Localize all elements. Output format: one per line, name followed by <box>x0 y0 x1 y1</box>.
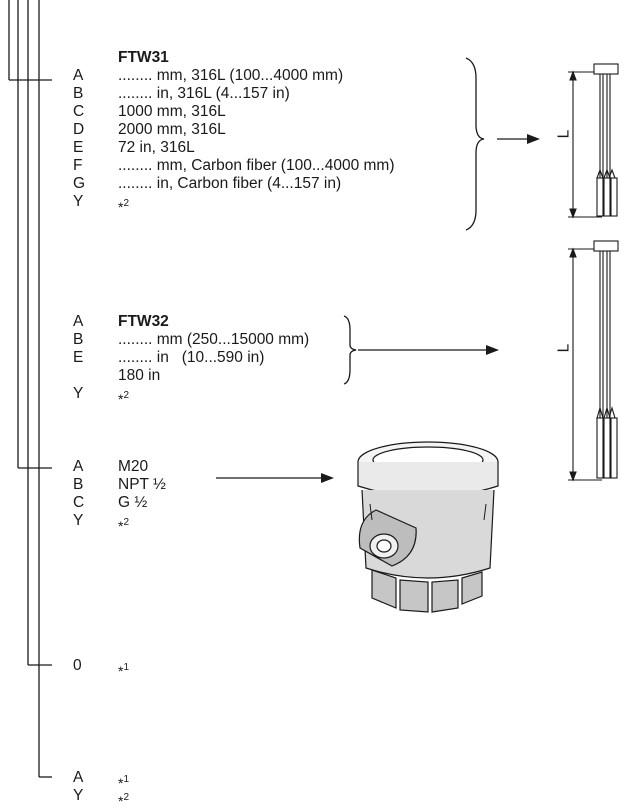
ftw32-code-e: E <box>73 349 84 366</box>
ftw32-footnote-y: *2 <box>118 388 129 408</box>
last-footnote-a: *1 <box>118 772 129 792</box>
footnote-star: * <box>118 518 124 535</box>
footnote-number: 2 <box>123 792 130 803</box>
thread-desc-a: M20 <box>118 458 149 475</box>
ftw31-code-c: C <box>73 103 85 120</box>
ftw31-probe-drawing <box>568 63 619 219</box>
ftw32-heading: FTW32 <box>118 313 169 330</box>
last-code-y: Y <box>73 787 84 804</box>
footnote-number: 1 <box>123 662 130 673</box>
footnote-number: 2 <box>123 517 130 528</box>
ftw31-desc-c: 1000 mm, 316L <box>118 103 226 120</box>
ftw31-heading: FTW31 <box>118 49 169 66</box>
ftw32-code-b: B <box>73 331 84 348</box>
ftw31-desc-a: ........ mm, 316L (100...4000 mm) <box>118 67 344 84</box>
ftw31-code-f: F <box>73 157 83 174</box>
brace-ftw31 <box>465 57 485 231</box>
last-footnote-y: *2 <box>118 790 129 810</box>
footnote-star: * <box>118 663 124 680</box>
ftw31-code-d: D <box>73 121 85 138</box>
ftw32-code-a: A <box>73 313 84 330</box>
ftw31-desc-e: 72 in, 316L <box>118 139 195 156</box>
thread-code-y: Y <box>73 512 84 529</box>
ftw31-code-y: Y <box>73 193 84 210</box>
zero-footnote: *1 <box>118 660 129 680</box>
ftw32-code-y: Y <box>73 385 84 402</box>
ftw31-footnote-y: *2 <box>118 196 129 216</box>
ftw31-desc-g: ........ in, Carbon fiber (4...157 in) <box>118 175 342 192</box>
ftw32-desc-e: ........ in (10...590 in) <box>118 349 265 366</box>
footnote-star: * <box>118 391 124 408</box>
ftw32-length-label: L <box>555 343 573 353</box>
ftw32-probe-drawing <box>568 240 619 482</box>
ftw31-code-b: B <box>73 85 84 102</box>
footnote-number: 1 <box>123 774 130 785</box>
housing-drawing <box>357 441 499 613</box>
thread-code-c: C <box>73 494 85 511</box>
footnote-star: * <box>118 775 124 792</box>
thread-code-a: A <box>73 458 84 475</box>
footnote-star: * <box>118 793 124 810</box>
ftw31-desc-b: ........ in, 316L (4...157 in) <box>118 85 290 102</box>
ftw32-desc-b: ........ mm (250...15000 mm) <box>118 331 310 348</box>
zero-code: 0 <box>73 657 82 674</box>
ftw31-length-label: L <box>555 129 573 139</box>
thread-code-b: B <box>73 476 84 493</box>
ftw31-desc-f: ........ mm, Carbon fiber (100...4000 mm… <box>118 157 395 174</box>
last-code-a: A <box>73 769 84 786</box>
footnote-number: 2 <box>123 390 130 401</box>
thread-footnote-y: *2 <box>118 515 129 535</box>
ftw31-code-e: E <box>73 139 84 156</box>
brace-ftw32 <box>343 315 357 385</box>
ftw31-desc-d: 2000 mm, 316L <box>118 121 226 138</box>
footnote-number: 2 <box>123 198 130 209</box>
ftw31-code-g: G <box>73 175 86 192</box>
footnote-star: * <box>118 199 124 216</box>
thread-desc-b: NPT ½ <box>118 476 166 493</box>
thread-desc-c: G ½ <box>118 494 148 511</box>
ftw32-desc-180: 180 in <box>118 367 161 384</box>
ftw31-code-a: A <box>73 67 84 84</box>
